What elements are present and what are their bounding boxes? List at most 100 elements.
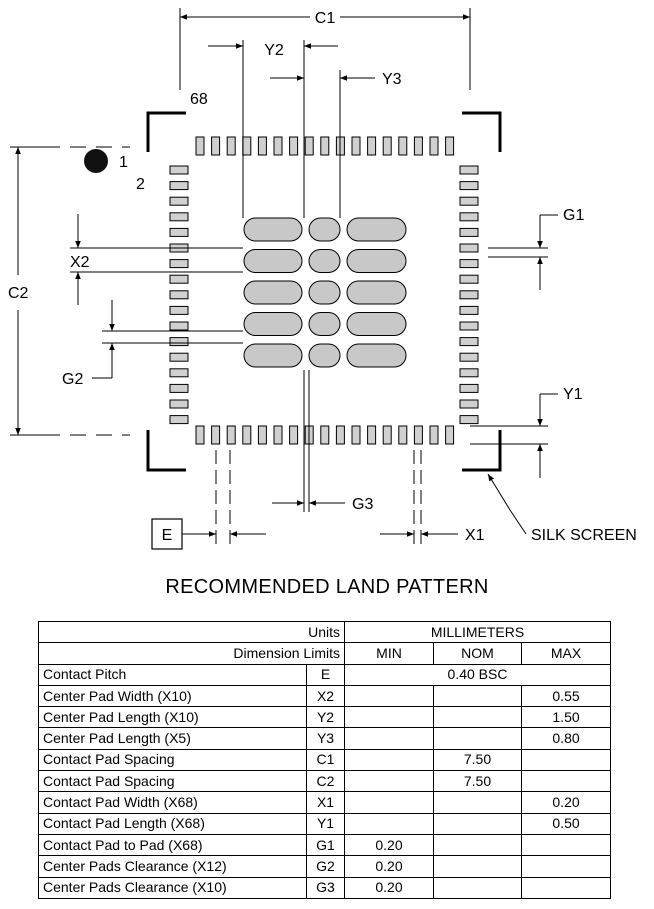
top-pad bbox=[367, 136, 377, 156]
right-pad bbox=[459, 368, 479, 378]
top-pad bbox=[320, 136, 330, 156]
right-pad-column bbox=[459, 165, 479, 425]
c2-label: C2 bbox=[8, 285, 29, 302]
col-header-max: MAX bbox=[520, 642, 612, 665]
table-row: Contact Pad Width (X68) X1 0.20 bbox=[38, 791, 612, 814]
table-header-row: Dimension Limits MIN NOM MAX bbox=[38, 642, 612, 665]
table-row: Center Pads Clearance (X12) G2 0.20 bbox=[38, 855, 612, 878]
top-pad bbox=[382, 136, 392, 156]
top-pad bbox=[195, 136, 205, 156]
left-pad bbox=[169, 352, 189, 362]
bottom-pad bbox=[273, 425, 283, 445]
center-pad-large bbox=[346, 217, 407, 242]
pin2-label: 2 bbox=[136, 176, 145, 193]
silk-screen-label: SILK SCREEN bbox=[531, 527, 637, 544]
bottom-pad bbox=[257, 425, 267, 445]
left-pad bbox=[169, 165, 189, 175]
center-pad-small bbox=[308, 249, 341, 273]
top-pad bbox=[351, 136, 361, 156]
x1-label: X1 bbox=[465, 527, 485, 544]
center-pad-small bbox=[308, 280, 341, 305]
units-value: MILLIMETERS bbox=[343, 620, 612, 644]
right-pad bbox=[459, 415, 479, 425]
center-pad-small bbox=[308, 343, 341, 368]
bottom-pad bbox=[382, 425, 392, 445]
bottom-pad bbox=[335, 425, 345, 445]
land-pattern-drawing: C1 Y2 Y3 68 1 2 C2 X2 G2 G1 Y1 G3 X1 E S… bbox=[8, 8, 637, 550]
pin68-label: 68 bbox=[190, 91, 208, 108]
bottom-pad bbox=[351, 425, 361, 445]
g2-label: G2 bbox=[62, 371, 83, 388]
left-pad bbox=[169, 259, 189, 269]
bottom-pad-row bbox=[195, 425, 455, 445]
bottom-pad bbox=[367, 425, 377, 445]
left-pad bbox=[169, 337, 189, 347]
bottom-pad bbox=[429, 425, 439, 445]
table-units-row: Units MILLIMETERS bbox=[38, 620, 612, 644]
table-row: Center Pad Length (X5) Y3 0.80 bbox=[38, 727, 612, 750]
left-pad bbox=[169, 399, 189, 409]
right-pad bbox=[459, 383, 479, 393]
top-pad bbox=[304, 136, 314, 156]
top-pad bbox=[211, 136, 221, 156]
table-row: Contact Pitch E 0.40 BSC bbox=[38, 663, 612, 686]
left-pad bbox=[169, 305, 189, 315]
top-pad bbox=[242, 136, 252, 156]
table-row: Contact Pad to Pad (X68) G1 0.20 bbox=[38, 833, 612, 857]
table-row: Center Pad Length (X10) Y2 1.50 bbox=[38, 706, 612, 729]
right-pad bbox=[459, 274, 479, 284]
right-pad bbox=[459, 259, 479, 269]
left-pad bbox=[169, 383, 189, 393]
top-pad bbox=[257, 136, 267, 156]
table-row: Center Pads Clearance (X10) G3 0.20 bbox=[38, 876, 612, 899]
center-pad-large bbox=[243, 312, 303, 336]
table-row: Contact Pad Length (X68) Y1 0.50 bbox=[38, 812, 612, 835]
left-pad bbox=[169, 415, 189, 425]
x2-label: X2 bbox=[70, 254, 90, 271]
units-label: Units bbox=[38, 620, 345, 644]
right-pad bbox=[459, 196, 479, 206]
pin1-marker bbox=[84, 149, 108, 173]
bottom-pad bbox=[413, 425, 423, 445]
center-pad-small bbox=[308, 217, 341, 242]
right-pad bbox=[459, 399, 479, 409]
left-pad bbox=[169, 196, 189, 206]
center-pad-large bbox=[346, 280, 407, 305]
y1-label: Y1 bbox=[563, 386, 583, 403]
right-pad bbox=[459, 321, 479, 331]
col-header-min: MIN bbox=[344, 642, 434, 665]
center-pad-large bbox=[243, 249, 303, 273]
left-pad bbox=[169, 227, 189, 237]
bottom-pad bbox=[289, 425, 299, 445]
bottom-pad bbox=[398, 425, 408, 445]
left-pad bbox=[169, 368, 189, 378]
pin1-label: 1 bbox=[119, 154, 128, 171]
pitch-e-box bbox=[151, 518, 183, 550]
right-pad bbox=[459, 352, 479, 362]
center-pad-large bbox=[243, 217, 303, 242]
g3-label: G3 bbox=[352, 496, 373, 513]
bottom-pad bbox=[195, 425, 205, 445]
bottom-pad bbox=[320, 425, 330, 445]
center-pad-large bbox=[346, 312, 407, 336]
left-pad-column bbox=[169, 165, 189, 425]
silk-screen-outline bbox=[146, 111, 502, 472]
col-header-nom: NOM bbox=[433, 642, 522, 665]
bottom-pad bbox=[242, 425, 252, 445]
left-pad bbox=[169, 274, 189, 284]
top-pad-row bbox=[195, 136, 455, 156]
y2-label: Y2 bbox=[264, 42, 284, 59]
center-pad-large bbox=[243, 343, 303, 368]
top-pad bbox=[273, 136, 283, 156]
dimension-limits-label: Dimension Limits bbox=[38, 642, 345, 665]
right-pad bbox=[459, 227, 479, 237]
bottom-pad bbox=[226, 425, 236, 445]
table-row: Contact Pad Spacing C2 7.50 bbox=[38, 770, 612, 793]
right-pad bbox=[459, 305, 479, 315]
left-pad bbox=[169, 212, 189, 222]
top-pad bbox=[413, 136, 423, 156]
left-pad bbox=[169, 181, 189, 191]
figure-title: RECOMMENDED LAND PATTERN bbox=[165, 576, 489, 598]
center-pad-large bbox=[346, 343, 407, 368]
top-pad bbox=[445, 136, 455, 156]
